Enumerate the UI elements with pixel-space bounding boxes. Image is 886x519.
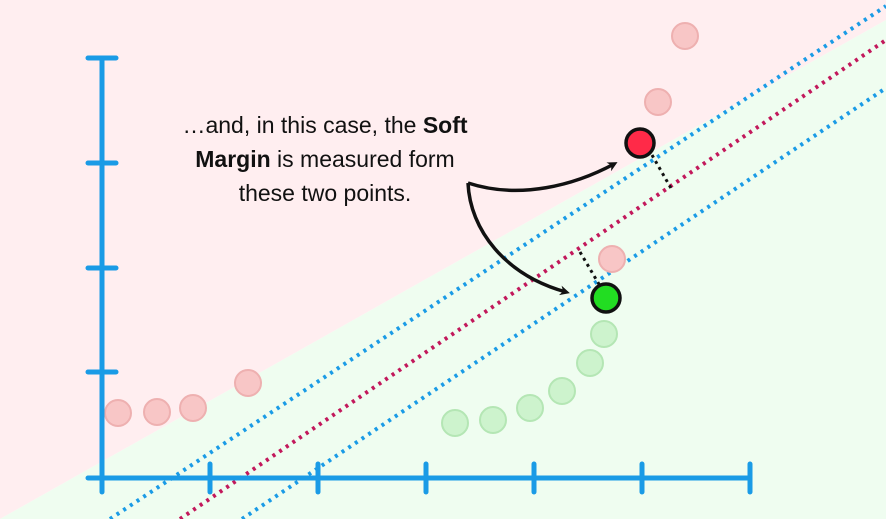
green-point — [590, 320, 618, 348]
red-point — [234, 369, 262, 397]
red-point — [104, 399, 132, 427]
axes — [85, 55, 753, 495]
curved-arrow-icon — [466, 182, 570, 296]
caption-text: is measured form — [270, 146, 455, 172]
caption-bold-term: Margin — [195, 146, 271, 172]
red-point — [179, 394, 207, 422]
curved-arrow-icon — [467, 162, 618, 193]
annotation-caption: …and, in this case, the Soft Margin is m… — [150, 108, 500, 210]
red-support-point — [624, 127, 656, 159]
green-point — [441, 409, 469, 437]
caption-line-1: …and, in this case, the Soft — [150, 108, 500, 142]
green-point — [548, 377, 576, 405]
caption-line-2: Margin is measured form — [150, 142, 500, 176]
green-support-point — [590, 282, 622, 314]
green-point — [576, 349, 604, 377]
red-point — [598, 245, 626, 273]
green-point — [479, 406, 507, 434]
caption-bold-term: Soft — [422, 112, 468, 138]
caption-line-3: these two points. — [238, 180, 412, 206]
red-point — [644, 88, 672, 116]
green-point — [516, 394, 544, 422]
red-point — [143, 398, 171, 426]
red-point — [671, 22, 699, 50]
upper-margin-line — [108, 4, 886, 519]
green-class-region — [0, 20, 886, 519]
lower-margin-line — [240, 86, 886, 519]
caption-text: …and, in this case, the — [182, 112, 423, 138]
